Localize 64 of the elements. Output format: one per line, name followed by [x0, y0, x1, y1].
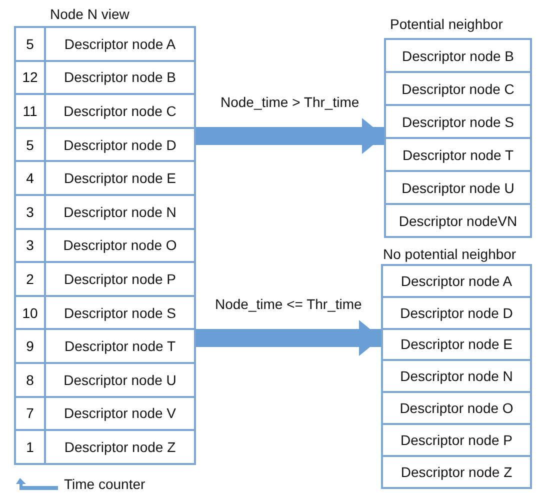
table-row — [14, 294, 196, 330]
table-row — [384, 38, 532, 73]
table-heading: Potential neighbor — [390, 16, 503, 32]
table-row — [14, 261, 196, 297]
edge-label: Node_time <= Thr_time — [213, 296, 364, 312]
table-row — [381, 296, 532, 330]
descriptor-text: Descriptor node U — [62, 372, 178, 388]
table-row — [384, 104, 532, 139]
descriptor-text: Descriptor node Z — [400, 464, 514, 480]
descriptor-text: Descriptor node B — [400, 48, 516, 64]
table-row — [384, 170, 532, 205]
descriptor-text: Descriptor node C — [62, 102, 178, 119]
descriptor-text: Descriptor node N — [399, 368, 514, 384]
descriptor-text: Descriptor node C — [400, 80, 516, 96]
descriptor-text: Descriptor node T — [401, 146, 514, 162]
descriptor-text: Descriptor node N — [62, 204, 178, 220]
descriptor-text: Descriptor node S — [62, 304, 178, 321]
descriptor-text: Descriptor node P — [62, 270, 178, 287]
table-row — [14, 194, 196, 230]
descriptor-text: Descriptor node E — [399, 336, 514, 352]
descriptor-text: Descriptor node O — [398, 400, 514, 416]
descriptor-text: Descriptor node D — [399, 304, 514, 321]
descriptor-text: Descriptor node A — [400, 272, 514, 289]
table-row — [381, 359, 532, 394]
table-row — [381, 423, 532, 457]
table-row — [14, 228, 196, 264]
descriptor-text: Descriptor node U — [400, 180, 516, 196]
block-arrow — [196, 118, 384, 154]
axis-note: Time counter — [64, 476, 146, 492]
table-row — [384, 71, 532, 106]
table-row — [381, 264, 532, 298]
descriptor-text: Descriptor node A — [63, 36, 177, 52]
table-row — [14, 328, 196, 364]
descriptor-text: Descriptor nodeVN — [398, 212, 518, 228]
table-row — [384, 137, 532, 172]
table-row — [14, 160, 196, 196]
table-row — [14, 26, 196, 62]
table-row — [14, 60, 196, 96]
descriptor-text: Descriptor node T — [63, 338, 176, 354]
edge-label: Node_time > Thr_time — [218, 94, 362, 110]
descriptor-text: Descriptor node D — [62, 136, 178, 153]
descriptor-text: Descriptor node Z — [63, 438, 177, 455]
descriptor-text: Descriptor node P — [399, 432, 514, 448]
descriptor-text: Descriptor node S — [400, 114, 516, 130]
table-heading: Node N view — [50, 6, 130, 22]
table-row — [14, 362, 196, 398]
table-row — [14, 126, 196, 162]
table-row — [381, 328, 532, 362]
table-heading: No potential neighbor — [383, 246, 516, 262]
time-count: 1 — [16, 431, 46, 463]
descriptor-text: Descriptor node O — [62, 237, 178, 254]
table-row — [381, 454, 532, 489]
descriptor-text: Descriptor node E — [62, 170, 178, 186]
table-row — [14, 93, 196, 129]
table — [384, 16, 532, 238]
block-arrow — [196, 320, 381, 356]
table-row — [384, 203, 532, 238]
table-row — [14, 396, 196, 432]
table-row — [381, 391, 532, 425]
table — [14, 6, 196, 465]
descriptor-text: Descriptor node V — [62, 405, 178, 422]
table — [381, 246, 532, 489]
descriptor-text: Descriptor node B — [62, 69, 178, 86]
table-row — [14, 429, 196, 465]
